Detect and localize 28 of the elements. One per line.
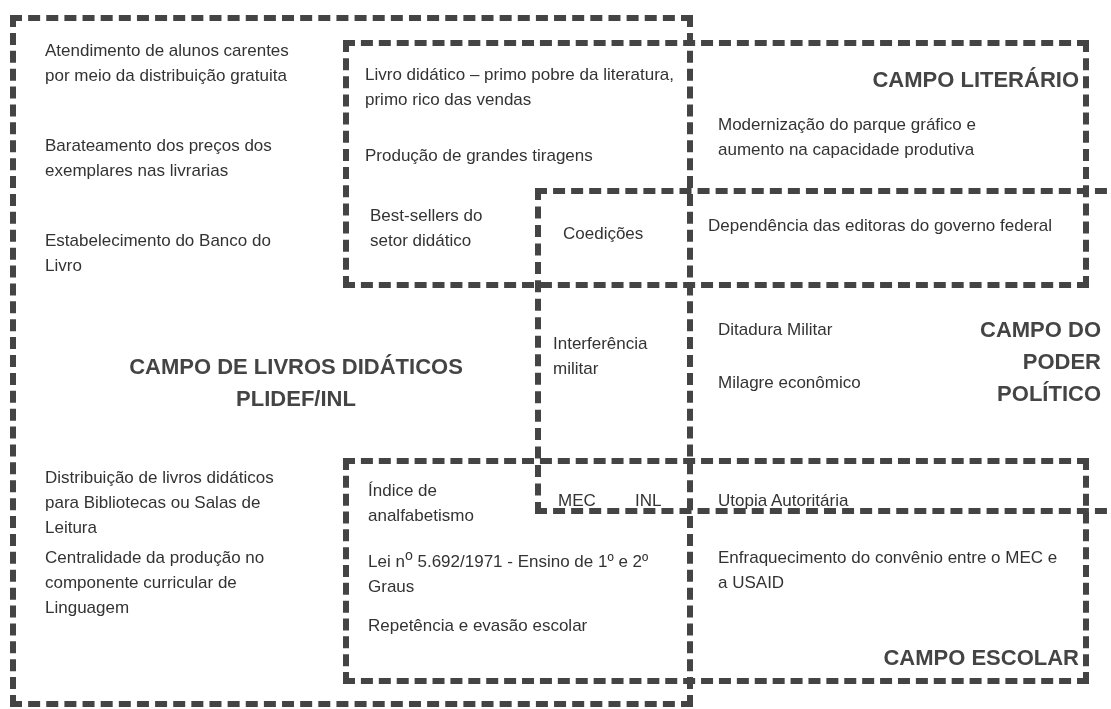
field-note: Centralidade da produção no componente curricular de Linguagem bbox=[45, 547, 266, 619]
field-note: Modernização do parque gráfico e aumento na capacidade produtiva bbox=[718, 114, 977, 161]
field-title: CAMPO DO PODER POLÍTICO bbox=[979, 316, 1101, 408]
field-note: Ditadura Militar bbox=[718, 319, 834, 341]
field-title: CAMPO DE LIVROS DIDÁTICOS PLIDEF/INL bbox=[128, 353, 464, 413]
field-note: Barateamento dos preços dos exemplares nas livrarias bbox=[45, 135, 273, 182]
field-note: Enfraquecimento do convênio entre o MEC e a USAID bbox=[718, 547, 1059, 594]
field-note: Coedições bbox=[563, 223, 645, 245]
field-note: MEC bbox=[558, 490, 597, 512]
field-note: Livro didático – primo pobre da literatura, primo rico das vendas bbox=[365, 64, 675, 111]
field-note: Dependência das editoras do governo federal bbox=[708, 215, 1054, 237]
field-title: CAMPO ESCOLAR bbox=[882, 644, 1079, 672]
field-note: Atendimento de alunos carentes por meio da distribuição gratuita bbox=[45, 40, 290, 87]
field-title: CAMPO LITERÁRIO bbox=[871, 66, 1079, 94]
field-note: Distribuição de livros didáticos para Bibliotecas ou Salas de Leitura bbox=[45, 467, 275, 539]
field-note: Interferência militar bbox=[553, 333, 649, 380]
field-note: Estabelecimento do Banco do Livro bbox=[45, 230, 272, 277]
dashed-field-border bbox=[343, 40, 1089, 288]
dashed-field-border bbox=[10, 15, 693, 707]
field-note: Lei n$^{o}$ 5.692/1971 - Ensino de 1º e 2º Graus bbox=[368, 546, 650, 598]
field-note: Índice de analfabetismo bbox=[368, 480, 475, 527]
field-note: INL bbox=[635, 490, 663, 512]
field-note: Produção de grandes tiragens bbox=[365, 145, 594, 167]
field-note: Repetência e evasão escolar bbox=[368, 615, 589, 637]
field-note: Best-sellers do setor didático bbox=[370, 205, 484, 252]
field-note: Utopia Autoritária bbox=[718, 490, 850, 512]
dashed-field-border bbox=[343, 458, 1089, 684]
field-note: Milagre econômico bbox=[718, 372, 862, 394]
